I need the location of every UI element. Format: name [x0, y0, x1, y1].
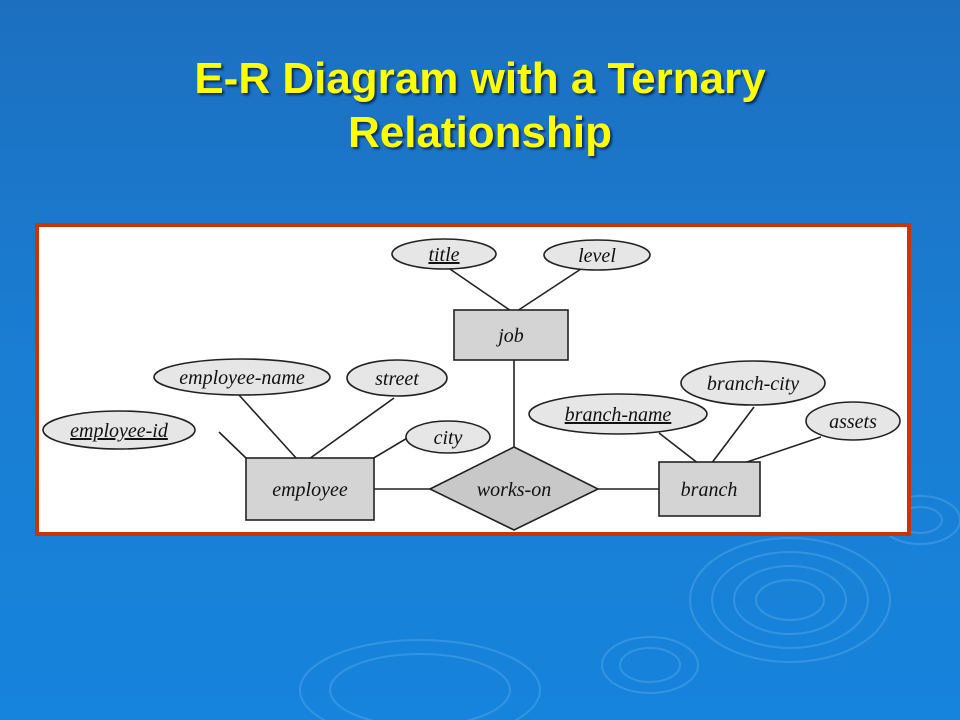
entity-branch-label: branch: [681, 479, 738, 501]
entity-employee-label: employee: [272, 479, 348, 501]
attribute-branch-city: branch-city: [680, 360, 826, 406]
attribute-branch-name: branch-name: [528, 393, 708, 435]
attribute-branch-city-label: branch-city: [707, 373, 799, 395]
attribute-assets-label: assets: [829, 411, 877, 433]
relationship-works-on: works-on: [428, 446, 600, 531]
attribute-street: street: [346, 359, 448, 397]
relationship-works-on-label: works-on: [477, 479, 551, 501]
edge-street-employee: [308, 397, 395, 460]
entity-employee: employee: [245, 457, 375, 521]
attribute-city-label: city: [434, 427, 463, 449]
attribute-employee-name: employee-name: [153, 358, 331, 396]
slide-title-line-1: E-R Diagram with a Ternary: [194, 54, 766, 103]
attribute-street-label: street: [375, 368, 419, 390]
attribute-title-label: title: [428, 244, 459, 266]
attribute-city: city: [405, 420, 491, 454]
slide-title-line-2: Relationship: [347, 108, 613, 157]
diagram-edges: [218, 266, 822, 490]
entity-branch: branch: [658, 461, 761, 517]
edge-branch-city-branch: [710, 406, 755, 465]
entity-job-label: job: [495, 325, 524, 347]
edge-branch-name-branch: [658, 432, 700, 465]
attribute-employee-id: employee-id: [42, 410, 196, 450]
edge-title-job: [446, 266, 515, 314]
attribute-branch-name-label: branch-name: [565, 404, 672, 426]
edge-assets-branch: [740, 436, 822, 465]
edge-level-job: [513, 266, 585, 314]
entity-job: job: [453, 309, 569, 361]
edge-employee-name-employee: [238, 394, 298, 460]
attribute-employee-name-label: employee-name: [179, 367, 305, 389]
slide-title: E-R Diagram with a Ternary Relationship: [0, 52, 960, 160]
attribute-assets: assets: [805, 401, 901, 441]
attribute-level: level: [543, 239, 651, 271]
edge-employee-id-employee: [218, 431, 248, 460]
attribute-title: title: [391, 238, 497, 270]
attribute-employee-id-label: employee-id: [70, 420, 169, 442]
er-diagram-frame: title level employee-name street employe…: [35, 223, 911, 536]
edge-city-employee: [371, 436, 410, 460]
er-diagram: title level employee-name street employe…: [42, 238, 901, 531]
attribute-level-label: level: [578, 245, 616, 267]
